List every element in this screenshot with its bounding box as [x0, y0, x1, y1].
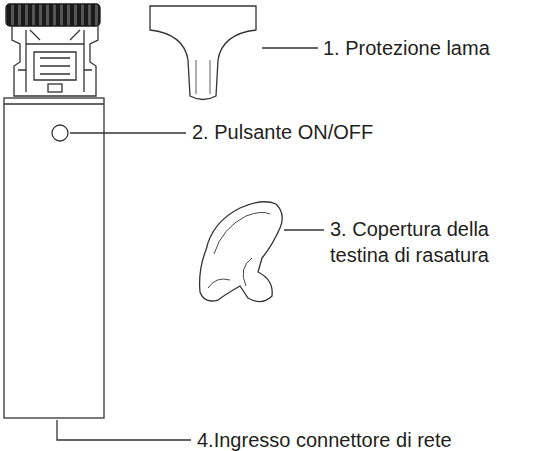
- trimmer-body: [4, 98, 104, 418]
- body-seam: [4, 103, 104, 104]
- part-label: 2. Pulsante ON/OFF: [192, 119, 373, 145]
- part-label: 4.Ingresso connettore di rete: [197, 427, 452, 451]
- power-button: [52, 125, 68, 141]
- head-housing: [12, 26, 98, 96]
- part-label: 1. Protezione lama: [323, 35, 490, 61]
- leader-line: [57, 420, 191, 440]
- blade-knob: [6, 4, 100, 26]
- head-cover: [200, 202, 283, 302]
- blade-guard-ridge: [196, 60, 210, 94]
- leader-line: [70, 132, 186, 133]
- head-mechanism: [18, 30, 92, 92]
- head-cover-edge: [208, 212, 270, 288]
- leader-line: [284, 229, 324, 230]
- head-screw: [48, 84, 62, 92]
- leader-line: [262, 47, 318, 48]
- part-label: 3. Copertura della testina di rasatura: [330, 216, 545, 268]
- blade-guard: [150, 6, 256, 100]
